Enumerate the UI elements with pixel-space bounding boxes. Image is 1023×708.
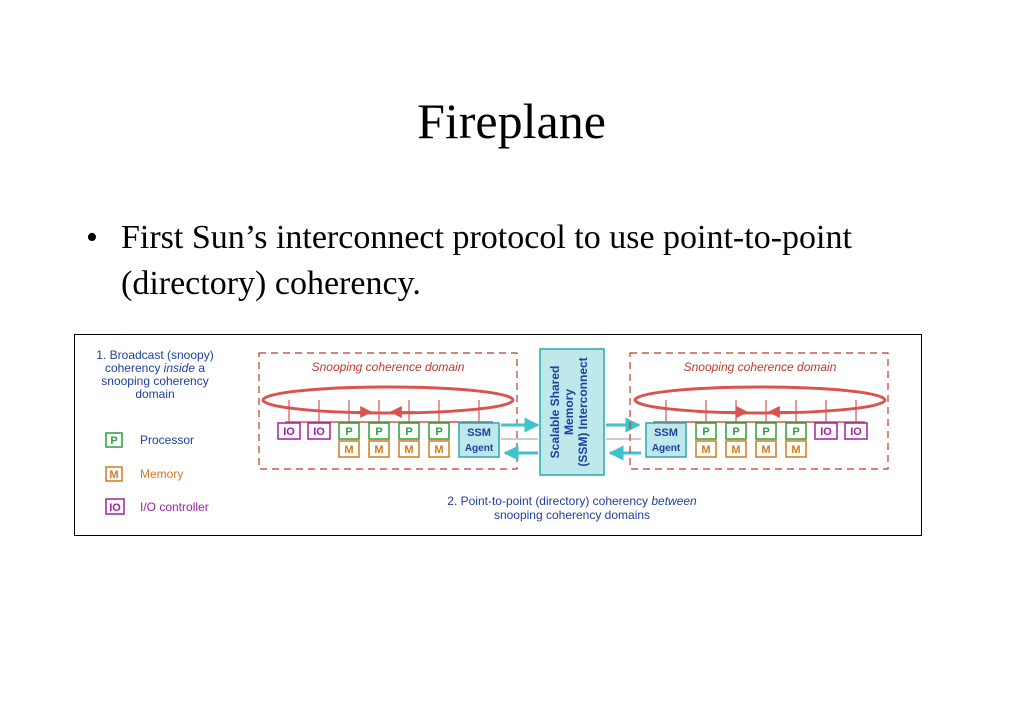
caption2-line2: snooping coherency domains <box>494 508 650 522</box>
caption1-line3: snooping coherency <box>101 374 208 388</box>
right-memory-2-label: M <box>731 444 740 456</box>
left-snooping-domain: Snooping coherence domain IO IO P M P M <box>258 352 518 470</box>
right-processor-4 <box>785 422 807 440</box>
left-processor-1 <box>338 422 360 440</box>
left-memory-2-label: M <box>374 444 383 456</box>
legend-memory-label: Memory <box>140 467 183 481</box>
interconnect-line1: Scalable Shared <box>548 366 562 459</box>
legend: P Processor M Memory IO I/O controller <box>105 432 209 515</box>
caption1-line4: domain <box>135 387 174 401</box>
slide-title: Fireplane <box>417 93 606 149</box>
interconnect-line2: Memory <box>562 389 576 435</box>
right-io-1 <box>814 422 838 440</box>
right-domain-border <box>629 352 889 470</box>
left-memory-1 <box>338 440 360 458</box>
left-processor-3 <box>398 422 420 440</box>
right-memory-1-label: M <box>701 444 710 456</box>
right-memory-3-label: M <box>761 444 770 456</box>
left-memory-1-label: M <box>344 444 353 456</box>
left-memory-3 <box>398 440 420 458</box>
left-ssm-agent-line1: SSM <box>467 427 491 439</box>
right-snoop-ring <box>633 385 887 415</box>
point-to-point-links <box>501 417 641 461</box>
right-io-1-label: IO <box>820 426 832 438</box>
ssm-interconnect: Scalable Shared Memory (SSM) Interconnec… <box>539 348 605 476</box>
legend-processor-label: Processor <box>140 433 194 447</box>
legend-processor-swatch <box>105 432 123 448</box>
interconnect-line3: (SSM) Interconnect <box>576 357 590 466</box>
caption1-line2: coherency inside a <box>105 361 205 375</box>
bullet-symbol: • <box>86 219 98 256</box>
legend-processor-tag: P <box>110 435 117 447</box>
right-ssm-agent-line1: SSM <box>654 427 678 439</box>
legend-memory-tag: M <box>109 469 118 481</box>
right-io-2 <box>844 422 868 440</box>
right-memory-4-label: M <box>791 444 800 456</box>
fireplane-diagram: 1. Broadcast (snoopy) coherency inside a… <box>74 334 922 536</box>
left-io-1-label: IO <box>283 426 295 438</box>
right-processor-1-label: P <box>702 426 709 438</box>
right-processor-2 <box>725 422 747 440</box>
broadcast-caption: 1. Broadcast (snoopy) coherency inside a… <box>96 348 213 401</box>
left-processor-4-label: P <box>435 426 442 438</box>
right-memory-1 <box>695 440 717 458</box>
legend-io-tag: IO <box>109 502 121 514</box>
left-io-2-label: IO <box>313 426 325 438</box>
diagram-canvas: 1. Broadcast (snoopy) coherency inside a… <box>96 348 889 522</box>
right-memory-4 <box>785 440 807 458</box>
left-io-2 <box>307 422 331 440</box>
legend-io-swatch <box>105 498 125 515</box>
left-memory-4-label: M <box>434 444 443 456</box>
left-processor-3-label: P <box>405 426 412 438</box>
left-memory-2 <box>368 440 390 458</box>
legend-io-label: I/O controller <box>140 500 209 514</box>
left-processor-2-label: P <box>375 426 382 438</box>
bullet-point: • First Sun’s interconnect protocol to u… <box>86 215 946 307</box>
right-processor-3 <box>755 422 777 440</box>
right-io-2-label: IO <box>850 426 862 438</box>
right-processor-1 <box>695 422 717 440</box>
right-memory-3 <box>755 440 777 458</box>
left-processor-1-label: P <box>345 426 352 438</box>
left-io-1 <box>277 422 301 440</box>
right-ssm-agent <box>645 422 687 458</box>
right-ssm-agent-line2: Agent <box>652 443 681 454</box>
left-memory-4 <box>428 440 450 458</box>
right-processor-2-label: P <box>732 426 739 438</box>
left-domain-border <box>258 352 518 470</box>
right-snooping-domain: Snooping coherence domain SSM Agent P M … <box>629 352 889 470</box>
left-processor-4 <box>428 422 450 440</box>
caption2-line1: 2. Point-to-point (directory) coherency … <box>447 494 697 508</box>
ssm-interconnect-box <box>539 348 605 476</box>
right-memory-2 <box>725 440 747 458</box>
right-processor-3-label: P <box>762 426 769 438</box>
left-processor-2 <box>368 422 390 440</box>
left-memory-3-label: M <box>404 444 413 456</box>
point-to-point-caption: 2. Point-to-point (directory) coherency … <box>447 494 697 522</box>
bullet-text: First Sun’s interconnect protocol to use… <box>121 219 852 302</box>
left-snoop-ring <box>261 385 515 415</box>
left-ssm-agent-line2: Agent <box>465 443 494 454</box>
left-ssm-agent <box>458 422 500 458</box>
left-domain-label: Snooping coherence domain <box>312 360 465 374</box>
right-domain-label: Snooping coherence domain <box>684 360 837 374</box>
legend-memory-swatch <box>105 466 123 482</box>
caption1-line1: 1. Broadcast (snoopy) <box>96 348 213 362</box>
right-processor-4-label: P <box>792 426 799 438</box>
